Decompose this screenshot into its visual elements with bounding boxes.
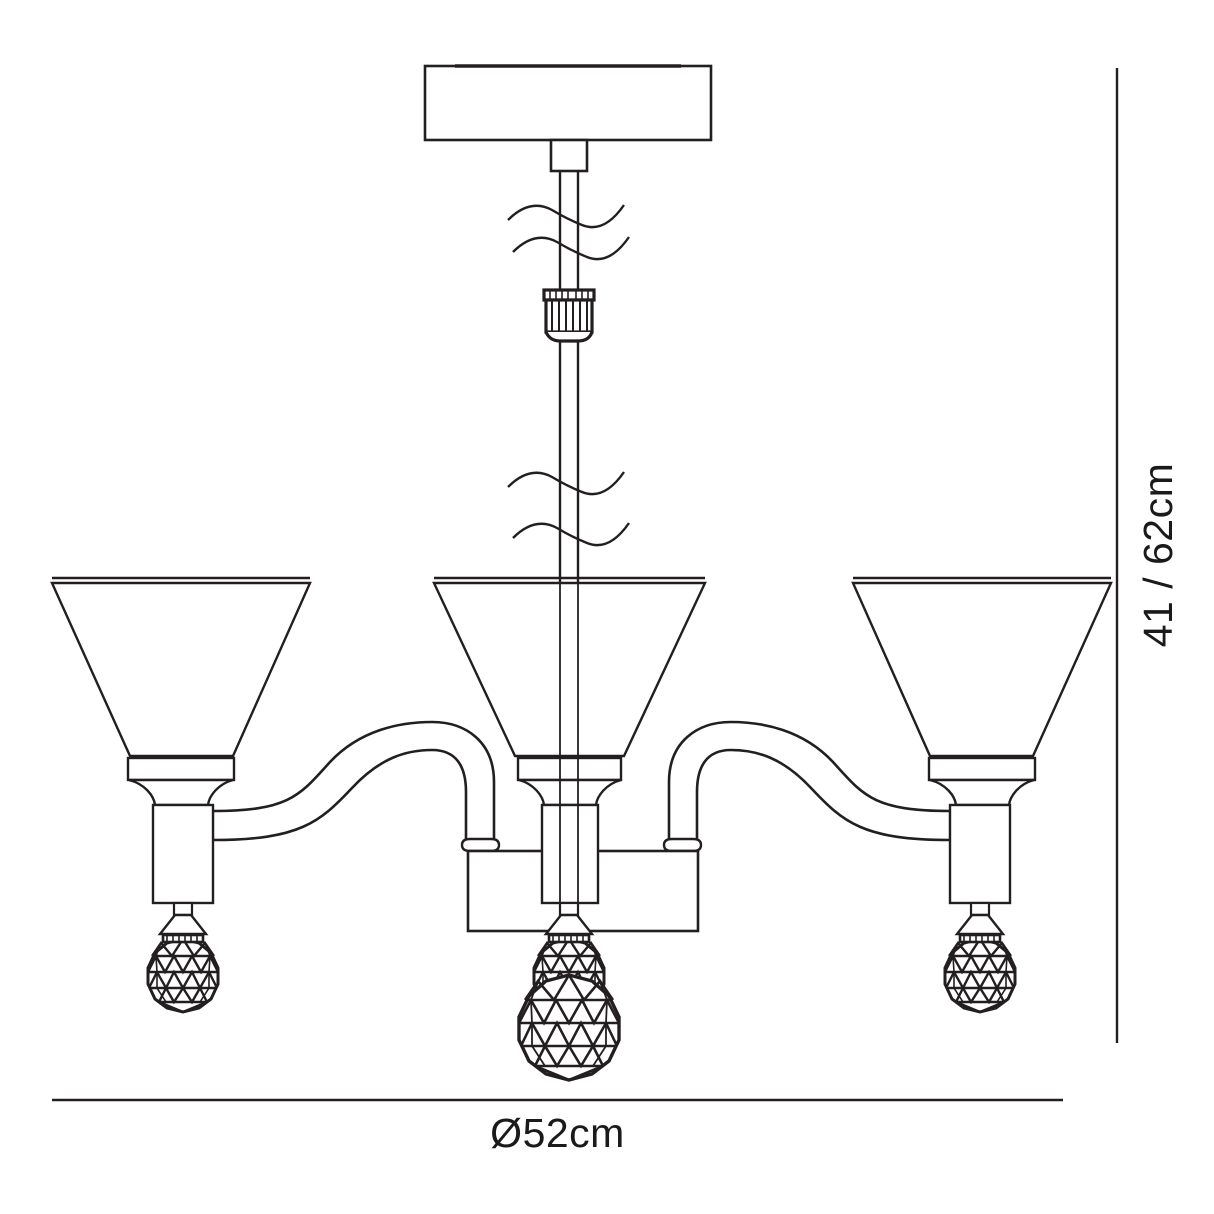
rod-break-symbol-upper bbox=[507, 204, 630, 261]
ceiling-mount-plate bbox=[423, 64, 713, 142]
width-dimension-label: Ø52cm bbox=[490, 1110, 625, 1156]
center-cone-shade bbox=[432, 576, 707, 905]
mount-neck-block bbox=[549, 138, 589, 173]
right-cone-shade bbox=[851, 576, 1113, 905]
left-curved-arm bbox=[211, 720, 501, 853]
center-crystal-drop bbox=[517, 901, 621, 1082]
rod-break-symbol-lower bbox=[507, 471, 630, 547]
left-cone-shade bbox=[50, 576, 312, 905]
height-dimension-label: 41 / 62cm bbox=[1135, 462, 1181, 648]
right-curved-arm bbox=[662, 720, 952, 853]
right-crystal-drop bbox=[943, 901, 1017, 1014]
left-crystal-drop bbox=[146, 901, 220, 1014]
ribbed-rod-connector bbox=[542, 288, 596, 343]
